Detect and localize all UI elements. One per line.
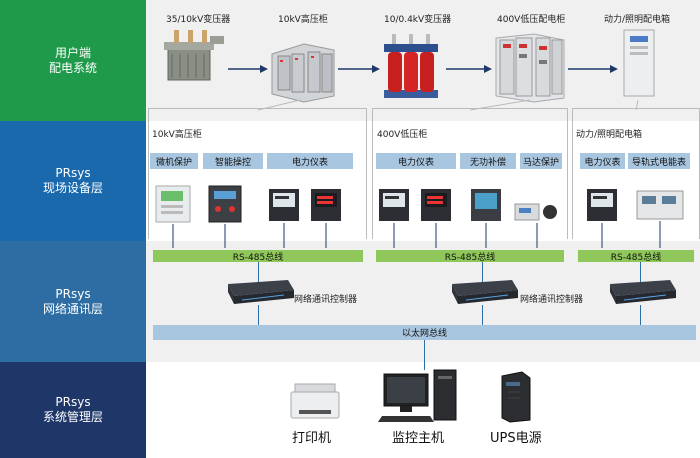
controller-label-1: 网络通讯控制器 xyxy=(294,295,358,305)
band-user-distribution: 用户端 配电系统 xyxy=(0,0,700,121)
line-bus-ctrl-2 xyxy=(482,262,483,282)
ethernet-bus: 以太网总线 xyxy=(153,325,696,340)
rs485-bus-dist: RS-485总线 xyxy=(578,250,694,263)
band-network: PRsys 网络通讯层 xyxy=(0,241,700,362)
tag-microprotection: 微机保护 xyxy=(150,153,198,169)
rs485-bus-lv: RS-485总线 xyxy=(376,250,564,263)
arrow-1-icon xyxy=(228,65,268,73)
distribution-box-icon xyxy=(623,29,655,97)
label-monitoring-host: 监控主机 xyxy=(392,431,445,446)
arrow-4-icon xyxy=(568,65,618,73)
tag-power-meter-lv: 电力仪表 xyxy=(376,153,456,169)
layer-3-line1: PRsys xyxy=(55,286,91,301)
line-bus-ctrl-1 xyxy=(258,262,259,282)
group-title-lv: 400V低压柜 xyxy=(377,130,428,140)
smart-controller-icon xyxy=(208,185,242,223)
caption-transformer-10kv: 10/0.4kV变压器 xyxy=(384,15,452,25)
band-management: PRsys 系统管理层 xyxy=(0,362,700,458)
tag-motor-protection: 马达保护 xyxy=(520,153,562,169)
lv-cabinet-icon xyxy=(495,33,565,103)
power-meter-hv-1-icon xyxy=(269,189,299,221)
layer-4-line2: 系统管理层 xyxy=(42,410,103,424)
line-bus-ctrl-3 xyxy=(640,262,641,282)
label-ups: UPS电源 xyxy=(490,431,542,446)
group-title-hv: 10kV高压柜 xyxy=(152,130,202,140)
layer-2-line1: PRsys xyxy=(55,166,91,180)
tag-power-meter-hv: 电力仪表 xyxy=(267,153,353,169)
transformer-10kv-icon xyxy=(384,34,438,98)
tag-power-meter-dist: 电力仪表 xyxy=(580,153,625,169)
network-controller-1-icon xyxy=(228,280,294,304)
layer-2-line2: 现场设备层 xyxy=(42,181,103,195)
line-eth-host xyxy=(424,340,425,370)
arrow-3-icon xyxy=(446,65,492,73)
layer-label-2: PRsys 现场设备层 xyxy=(0,121,146,241)
layer-1-line2: 配电系统 xyxy=(48,60,97,75)
caption-lv-cabinet: 400V低压配电柜 xyxy=(497,15,566,25)
monitoring-host-icon xyxy=(378,369,457,422)
group-box-lv xyxy=(372,108,568,239)
layer-1-line1: 用户端 xyxy=(54,45,91,60)
layer-3-line2: 网络通讯层 xyxy=(42,301,103,316)
reactive-compensator-icon xyxy=(471,189,501,221)
network-controller-3-icon xyxy=(610,280,676,304)
group-title-dist: 动力/照明配电箱 xyxy=(576,130,643,140)
layer-4-line1: PRsys xyxy=(55,395,91,409)
tag-smart-control: 智能操控 xyxy=(203,153,263,169)
power-meter-lv-2-icon xyxy=(421,189,451,221)
caption-hv-cabinet: 10kV高压柜 xyxy=(278,15,328,25)
caption-transformer-35kv: 35/10kV变压器 xyxy=(166,15,231,25)
layer-label-3: PRsys 网络通讯层 xyxy=(0,241,146,362)
transformer-35kv-icon xyxy=(164,30,224,81)
caption-distribution-box: 动力/照明配电箱 xyxy=(604,15,671,25)
layer-label-4: PRsys 系统管理层 xyxy=(0,362,146,458)
rs485-bus-hv: RS-485总线 xyxy=(153,250,363,263)
hv-cabinet-icon xyxy=(271,43,335,103)
line-ctrl-eth-2 xyxy=(482,305,483,325)
power-meter-hv-2-icon xyxy=(311,189,341,221)
line-ctrl-eth-1 xyxy=(258,305,259,325)
arrow-2-icon xyxy=(338,65,380,73)
layer-label-1: 用户端 配电系统 xyxy=(0,0,146,121)
device-drop-lines xyxy=(172,221,661,248)
network-controller-2-icon xyxy=(452,280,518,304)
motor-protector-icon xyxy=(514,203,557,221)
power-meter-dist-icon xyxy=(587,189,617,221)
protection-relay-icon xyxy=(155,185,191,223)
group-box-hv xyxy=(148,108,367,239)
ups-icon xyxy=(501,371,531,423)
power-meter-lv-1-icon xyxy=(379,189,409,221)
connector-lines xyxy=(257,99,639,111)
tag-reactive-compensation: 无功补偿 xyxy=(460,153,516,169)
label-printer: 打印机 xyxy=(292,431,332,446)
controller-label-2: 网络通讯控制器 xyxy=(520,295,584,305)
printer-icon xyxy=(290,383,340,419)
rail-energy-meter-icon xyxy=(636,190,684,220)
tag-rail-energy-meter: 导轨式电能表 xyxy=(628,153,690,169)
band-field-device: PRsys 现场设备层 xyxy=(0,121,700,241)
line-ctrl-eth-3 xyxy=(640,305,641,325)
